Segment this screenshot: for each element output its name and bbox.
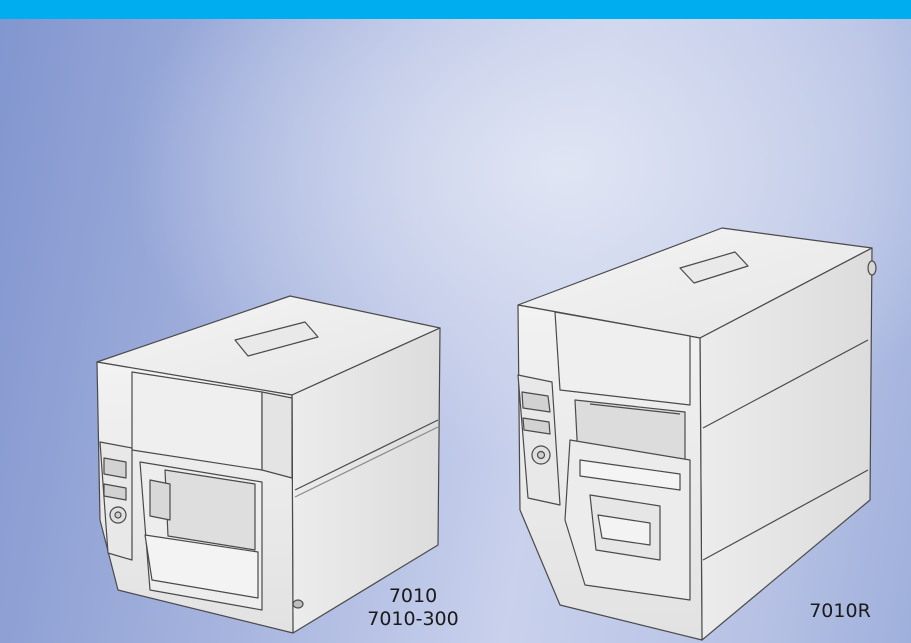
printer-7010r-drawing: [517, 227, 877, 641]
top-accent-bar: [0, 0, 911, 19]
model-label-7010: 7010 7010-300: [358, 585, 468, 631]
model-label-line-1: 7010: [388, 585, 438, 607]
model-label-line-1: 7010R: [809, 600, 871, 622]
model-label-line-2: 7010-300: [367, 608, 459, 630]
printer-7010-drawing: [96, 295, 441, 634]
model-label-7010r: 7010R: [800, 600, 880, 623]
